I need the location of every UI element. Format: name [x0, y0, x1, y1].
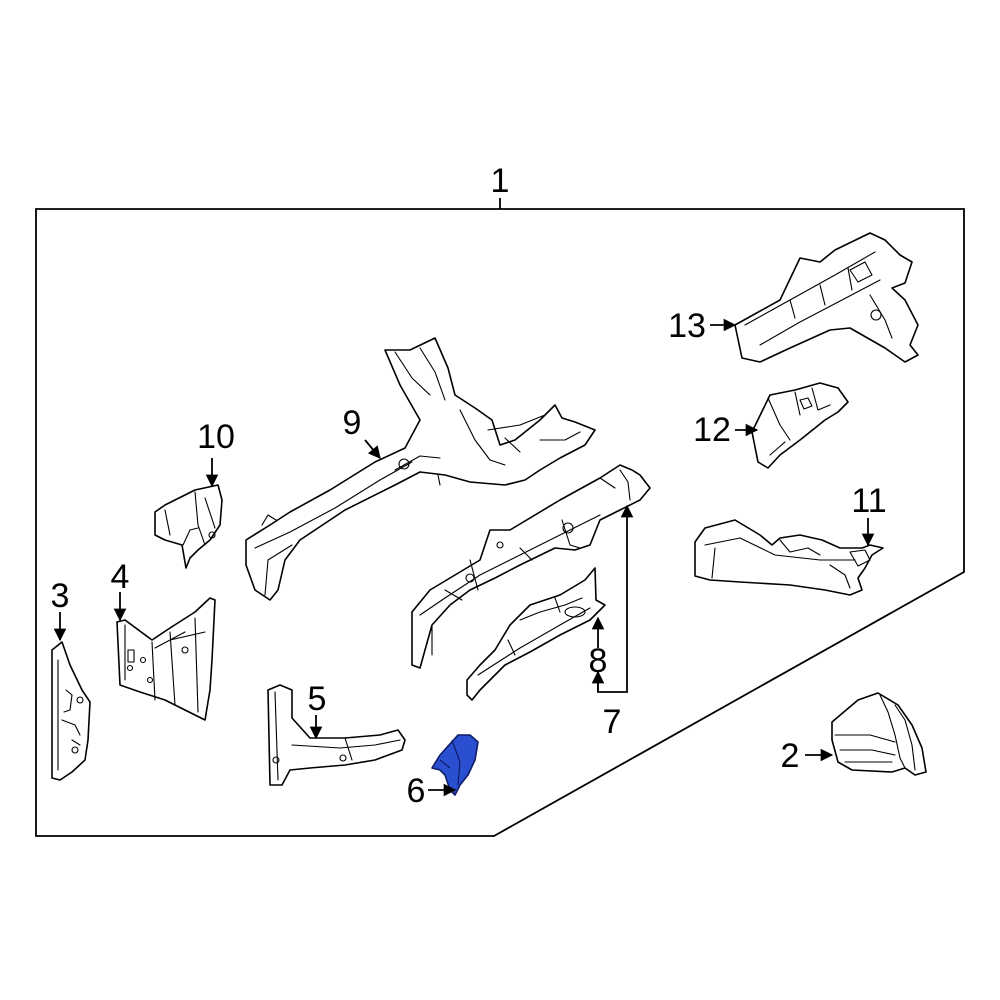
callout-3: 3 [51, 577, 70, 615]
assembly-outline [35, 208, 965, 837]
callout-11: 11 [851, 482, 886, 520]
callout-12: 12 [693, 411, 731, 449]
leader-9 [364, 439, 381, 459]
callout-4: 4 [111, 558, 130, 596]
part-2[interactable] [831, 692, 927, 776]
part-7[interactable] [411, 464, 651, 669]
part-6-highlighted[interactable] [431, 734, 479, 796]
part-12[interactable] [751, 382, 849, 469]
part-13[interactable] [734, 232, 919, 363]
part-10[interactable] [154, 484, 223, 569]
callout-5: 5 [308, 680, 327, 718]
part-4[interactable] [116, 597, 216, 721]
part-3[interactable] [51, 641, 91, 781]
callout-7: 7 [603, 703, 622, 741]
callout-13: 13 [668, 307, 706, 345]
callout-8: 8 [589, 642, 608, 680]
part-8[interactable] [466, 567, 606, 701]
leader-7-bracket [597, 560, 628, 693]
callout-6: 6 [407, 772, 426, 810]
part-9[interactable] [245, 337, 596, 601]
callout-10: 10 [197, 418, 235, 456]
part-11[interactable] [694, 519, 884, 596]
part-5[interactable] [267, 684, 406, 786]
callout-9: 9 [343, 404, 362, 442]
callout-1: 1 [491, 162, 510, 200]
callout-2: 2 [781, 737, 800, 775]
